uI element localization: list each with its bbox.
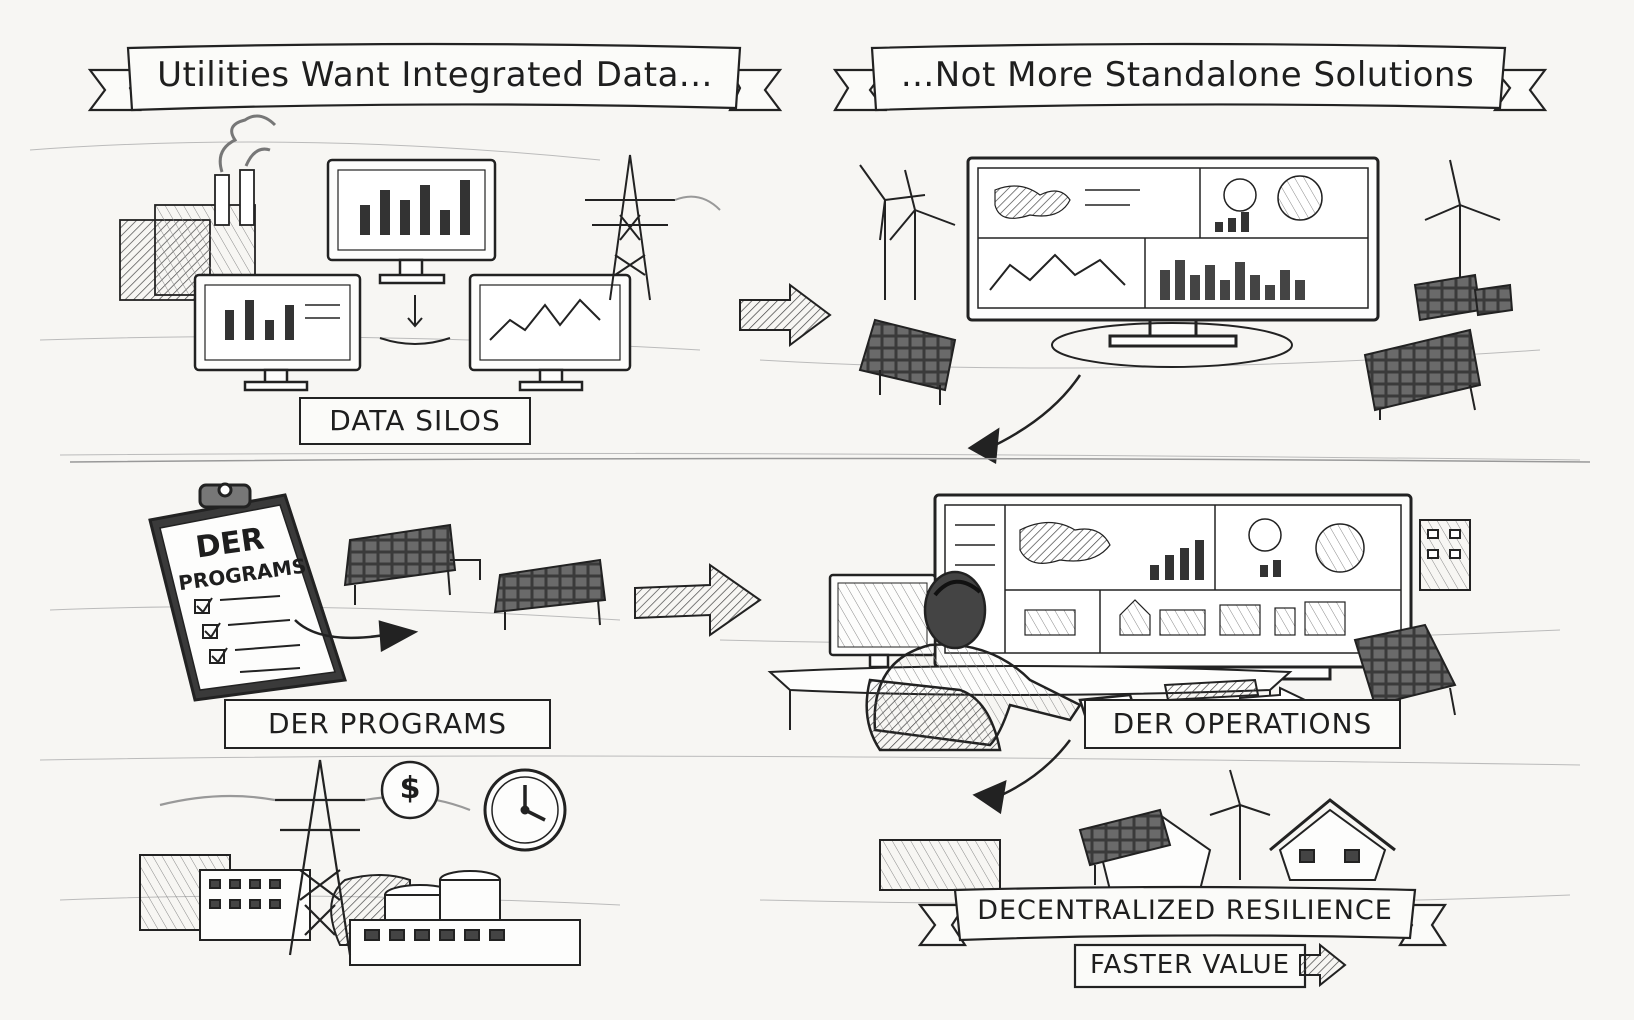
solar-panels-middle bbox=[343, 523, 607, 630]
label-decentralized-resilience: DECENTRALIZED RESILIENCE bbox=[977, 895, 1393, 926]
label-der-programs: DER PROGRAMS bbox=[267, 707, 508, 740]
building-right bbox=[1419, 519, 1471, 591]
label-der-programs-box bbox=[224, 699, 551, 749]
monitor-top-center bbox=[326, 158, 497, 285]
dollar-symbol: $ bbox=[399, 771, 421, 806]
banner-left bbox=[87, 42, 783, 112]
banner-right bbox=[832, 42, 1548, 112]
monitor-right bbox=[468, 273, 632, 392]
arrow-faster-value bbox=[1299, 942, 1347, 988]
small-monitor-desk bbox=[828, 573, 937, 669]
arrow-clipboard bbox=[294, 619, 419, 653]
big-dashboard-top bbox=[966, 156, 1380, 348]
arrow-top-to-right bbox=[739, 283, 832, 347]
down-arrow-small bbox=[379, 295, 451, 345]
clipboard bbox=[148, 482, 347, 702]
arrow-middle bbox=[634, 563, 762, 637]
keyboard bbox=[1163, 678, 1260, 702]
label-der-operations-box bbox=[1084, 699, 1401, 749]
label-data-silos: DATA SILOS bbox=[329, 404, 501, 437]
label-data-silos-box bbox=[299, 397, 531, 445]
power-tower-bottom bbox=[159, 759, 471, 956]
label-faster-value: FASTER VALUE bbox=[1089, 950, 1291, 980]
city-bottom-left bbox=[139, 854, 581, 966]
dollar-coin bbox=[380, 760, 440, 820]
monitor-left bbox=[193, 273, 362, 392]
bottom-right-scene bbox=[879, 769, 1396, 891]
banner-left-text: Utilities Want Integrated Data... bbox=[157, 55, 713, 95]
banner-bottom-right bbox=[917, 885, 1448, 989]
solar-panels-top-right bbox=[858, 273, 1514, 420]
label-der-operations: DER OPERATIONS bbox=[1112, 707, 1373, 740]
dashboard-ellipse bbox=[1051, 322, 1293, 368]
wind-turbines-left bbox=[859, 164, 956, 300]
arrow-top-down bbox=[967, 374, 1082, 465]
power-tower-top bbox=[585, 154, 721, 301]
panel-dividers bbox=[69, 457, 1591, 463]
big-dashboard-middle bbox=[933, 493, 1413, 681]
wind-turbine-right bbox=[1424, 159, 1501, 290]
arrow-operations-down bbox=[972, 739, 1071, 815]
banner-right-text: ...Not More Standalone Solutions bbox=[900, 55, 1475, 95]
clock-icon bbox=[483, 768, 567, 852]
